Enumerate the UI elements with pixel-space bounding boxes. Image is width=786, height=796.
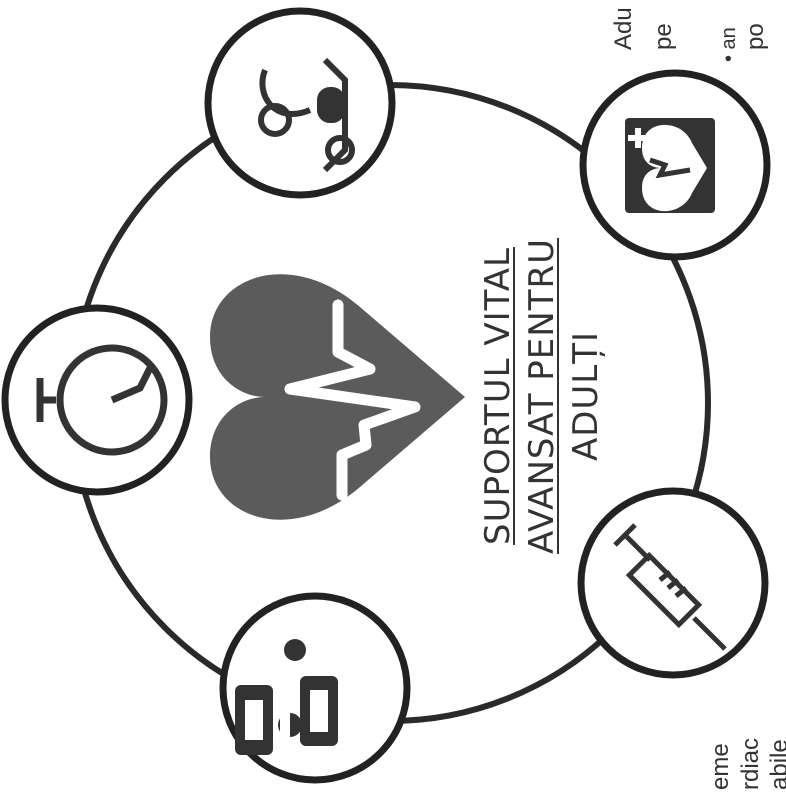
- stopwatch-icon: [36, 344, 168, 456]
- node-team: [219, 592, 411, 784]
- side-right-line-1: Adu: [610, 7, 637, 50]
- title-line-1: SUPORTUL VITAL: [478, 247, 518, 545]
- node-stopwatch: [1, 304, 193, 496]
- side-left-line-3: abile: [766, 739, 786, 790]
- defibrillator-icon: [625, 118, 715, 213]
- heartbeat-icon: [210, 274, 465, 520]
- team-monitors-icon: [235, 639, 338, 755]
- patient-care-icon: [258, 57, 355, 173]
- syringe-icon: [613, 523, 727, 651]
- side-left-line-2: rdiac: [737, 737, 764, 790]
- diagram-title: SUPORTUL VITAL AVANSAT PENTRU ADULȚI: [467, 216, 617, 576]
- node-syringe: [577, 487, 769, 679]
- side-right-line-4: po: [742, 23, 769, 50]
- side-right-line-3: • an: [718, 27, 740, 62]
- side-left-line-1: eme: [707, 743, 734, 790]
- node-patient: [204, 7, 396, 199]
- title-line-2: AVANSAT PENTRU: [522, 238, 562, 554]
- node-defib: [579, 69, 771, 261]
- side-right-line-2: pe: [650, 23, 677, 50]
- title-line-3: ADULȚI: [566, 330, 606, 462]
